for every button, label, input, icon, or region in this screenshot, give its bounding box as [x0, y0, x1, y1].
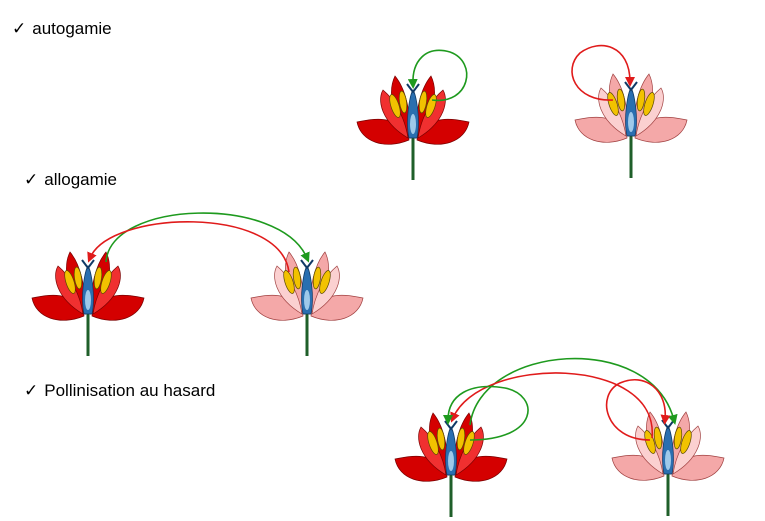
autogamie-pink-flower [573, 72, 689, 180]
allogamie-red-flower [30, 250, 146, 358]
autogamie-red-arrow [571, 44, 635, 101]
checkmark-icon: ✓ [12, 19, 27, 38]
hasard-pink-flower [610, 410, 726, 518]
checkmark-icon: ✓ [24, 170, 39, 189]
allogamie-green-arrow [105, 212, 310, 263]
hasard-red-flower [393, 411, 509, 519]
autogamie-text: autogamie [32, 19, 112, 38]
allogamie-red-arrow [87, 221, 290, 273]
hasard-green-arrow-self [443, 385, 529, 441]
allogamie-label: ✓ allogamie [24, 170, 117, 190]
pollinisation-hasard-label: ✓ Pollinisation au hasard [24, 381, 215, 401]
allogamie-pink-flower [249, 250, 365, 358]
checkmark-icon: ✓ [24, 381, 39, 400]
hasard-green-arrow-cross [469, 357, 678, 426]
hasard-red-arrow-self [605, 378, 671, 441]
autogamie-red-flower [355, 74, 471, 182]
pollinisation-hasard-text: Pollinisation au hasard [44, 381, 216, 400]
autogamie-label: ✓ autogamie [12, 19, 112, 39]
allogamie-text: allogamie [44, 170, 118, 189]
autogamie-green-arrow [407, 49, 468, 102]
hasard-red-arrow-cross [450, 372, 653, 439]
